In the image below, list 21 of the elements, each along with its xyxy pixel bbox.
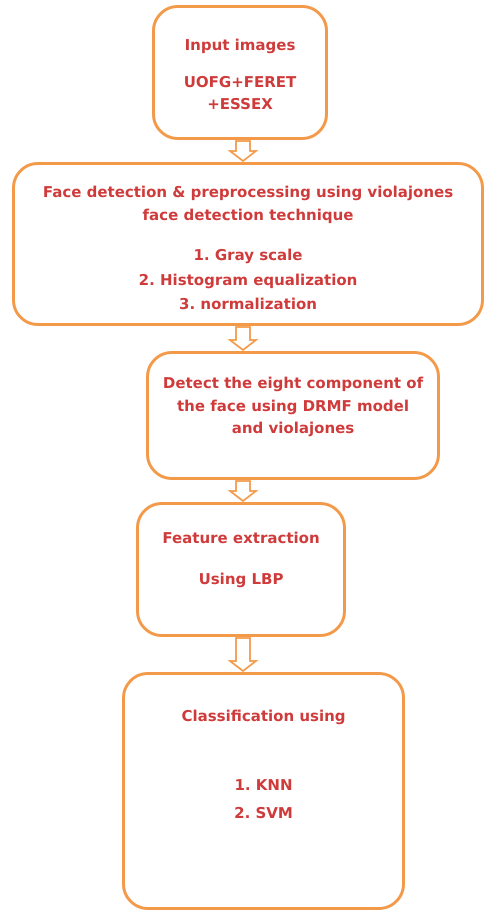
block-arrow: [227, 326, 259, 352]
process-box: [12, 162, 484, 326]
block-arrow: [227, 637, 259, 672]
step-text: 3. normalization: [179, 294, 317, 315]
step-text: Using LBP: [198, 568, 284, 590]
step-text: UOFG+FERET +ESSEX: [182, 72, 298, 115]
step-text: 1. Gray scale: [194, 245, 302, 266]
process-box: [152, 5, 328, 140]
block-arrow: [227, 140, 259, 162]
step-text: 2. Histogram equalization: [138, 270, 358, 290]
step-text: 1. KNN: [234, 774, 293, 796]
process-box: [136, 502, 346, 637]
process-box: [122, 672, 405, 910]
step-heading: Detect the eight component of the face using DRMF model and violajones: [162, 373, 424, 439]
step-heading: Input images: [184, 35, 296, 56]
step-heading: Face detection & preprocessing using violajones face detection technique: [42, 182, 454, 226]
process-box: [146, 351, 440, 480]
block-arrow: [227, 480, 259, 502]
step-text: 2. SVM: [234, 803, 293, 824]
step-heading: Feature extraction: [162, 528, 320, 549]
step-heading: Classification using: [181, 706, 346, 727]
